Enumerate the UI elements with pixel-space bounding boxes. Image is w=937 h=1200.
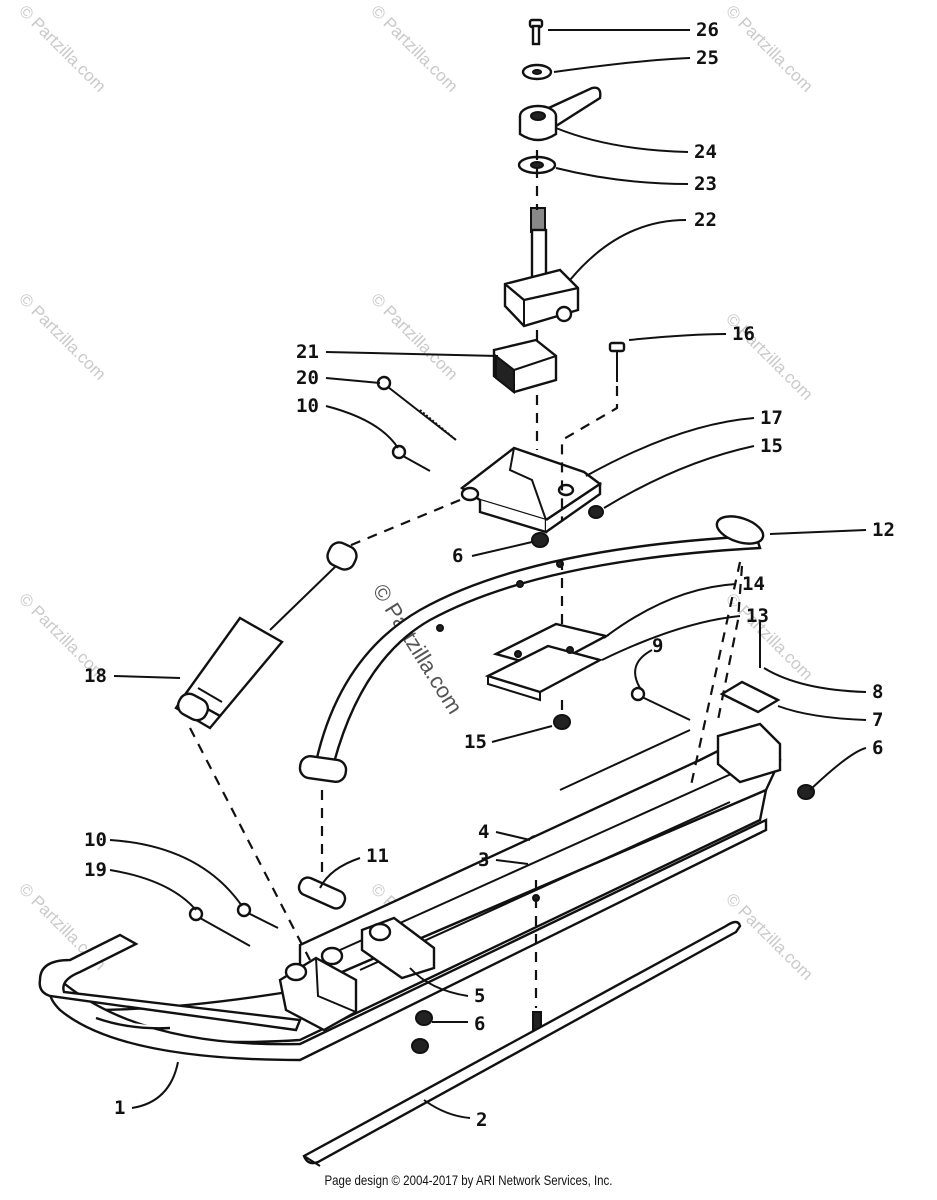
callout-13[interactable]: 13: [746, 605, 769, 627]
part-6-nut-lower-b: [411, 1038, 429, 1054]
part-6-nut-lower-a: [415, 1010, 433, 1026]
callout-20[interactable]: 20: [296, 367, 319, 389]
part-21-bushing: [492, 338, 558, 395]
part-9-bolt: [630, 686, 691, 721]
callout-14[interactable]: 14: [742, 573, 765, 595]
callout-22[interactable]: 22: [694, 209, 717, 231]
callout-26[interactable]: 26: [696, 19, 719, 41]
callout-4[interactable]: 4: [478, 821, 489, 843]
part-15-nut-upper: [588, 505, 604, 519]
part-2-wear-bar: [302, 920, 742, 1167]
part-13-plate: [484, 644, 604, 694]
callout-17[interactable]: 17: [760, 407, 783, 429]
leader-lines: [109, 29, 867, 1119]
part-19-bolt: [188, 906, 251, 947]
callout-6-right[interactable]: 6: [872, 737, 883, 759]
part-12-leaf-spring: [298, 515, 765, 783]
part-17-saddle: [459, 446, 603, 534]
part-rear-bracket: [278, 946, 358, 1032]
callout-2[interactable]: 2: [476, 1109, 487, 1131]
part-10-bolt-upper: [391, 444, 431, 472]
watermark: © Partzilla.com: [722, 589, 816, 683]
footer-copyright: Page design © 2004-2017 by ARI Network S…: [324, 1172, 613, 1188]
callout-23[interactable]: 23: [694, 173, 717, 195]
part-11-bushing: [297, 876, 347, 910]
part-5-bracket: [360, 916, 436, 980]
assembly-lines: [189, 150, 744, 1008]
part-7-plate: [719, 680, 781, 714]
callout-6-lower[interactable]: 6: [474, 1013, 485, 1035]
part-18-shock: [174, 541, 358, 730]
callout-3[interactable]: 3: [478, 849, 489, 871]
part-26-bolt: [528, 18, 544, 46]
parts: [38, 18, 815, 1167]
callout-18[interactable]: 18: [84, 665, 107, 687]
callout-19[interactable]: 19: [84, 859, 107, 881]
part-20-bolt: [376, 375, 457, 441]
callout-7[interactable]: 7: [872, 709, 883, 731]
part-15-nut-lower: [553, 714, 571, 730]
part-22-spindle: [503, 207, 580, 328]
watermark: © Partzilla.com: [722, 1, 816, 95]
part-10-bolt-lower: [236, 902, 279, 929]
part-16-bolt: [608, 341, 626, 382]
callout-15-lower[interactable]: 15: [464, 731, 487, 753]
callout-6-upper[interactable]: 6: [452, 545, 463, 567]
watermark: © Partzilla.com: [367, 1, 461, 95]
part-1-ski: [38, 722, 782, 1062]
callout-8[interactable]: 8: [872, 681, 883, 703]
callout-25[interactable]: 25: [696, 47, 719, 69]
callouts: 26 25 24 23 22 21 20 16 10 17 15 12 6 14…: [84, 19, 895, 1131]
part-6-nut-right: [797, 784, 815, 800]
watermark: © Partzilla.com: [15, 289, 109, 383]
callout-24[interactable]: 24: [694, 141, 717, 163]
watermark: © Partzilla.com: [15, 1, 109, 95]
callout-9[interactable]: 9: [652, 635, 663, 657]
callout-21[interactable]: 21: [296, 341, 319, 363]
callout-16[interactable]: 16: [732, 323, 755, 345]
part-24-steering-arm: [518, 86, 602, 142]
callout-1[interactable]: 1: [114, 1097, 125, 1119]
part-6-nut-upper: [531, 532, 549, 548]
watermark: © Partzilla.com: [367, 289, 461, 383]
callout-10-upper[interactable]: 10: [296, 395, 319, 417]
callout-11[interactable]: 11: [366, 845, 389, 867]
callout-10-lower[interactable]: 10: [84, 829, 107, 851]
callout-12[interactable]: 12: [872, 519, 895, 541]
watermark: © Partzilla.com: [722, 889, 816, 983]
callout-15-upper[interactable]: 15: [760, 435, 783, 457]
callout-5[interactable]: 5: [474, 985, 485, 1007]
